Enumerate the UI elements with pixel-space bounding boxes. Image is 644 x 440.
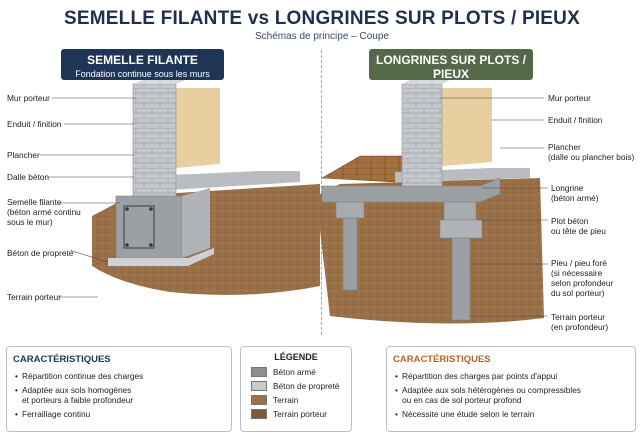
label-longrine: Longrine (béton armé) [551, 183, 599, 203]
legend-label: Terrain [273, 394, 299, 405]
label-terrain-right-line1: Terrain porteur [551, 312, 605, 322]
label-plancher-right-line2: (dalle ou plancher bois) [548, 152, 635, 162]
label-terrain-right-line2: (en profondeur) [551, 322, 609, 332]
list-item: Répartition des charges par points d'app… [395, 371, 635, 382]
legend-item: Terrain porteur [251, 408, 351, 419]
legend-swatch [251, 366, 267, 377]
label-pieu: Pieu / pieu foré (si nécessaire selon pr… [551, 258, 613, 298]
label-longrine-line1: Longrine [551, 183, 584, 193]
legend-label: Béton de propreté [273, 380, 340, 391]
label-mur-porteur-right: Mur porteur [548, 93, 591, 103]
label-pieu-line4: du sol porteur) [551, 288, 605, 298]
label-beton-proprete: Béton de propreté [7, 248, 74, 258]
left-panel-title: SEMELLE FILANTE [87, 53, 198, 67]
label-enduit-right: Enduit / finition [548, 115, 603, 125]
label-terrain-porteur-right: Terrain porteur (en profondeur) [551, 312, 608, 332]
list-item: Répartition continue des charges [15, 371, 231, 382]
label-plot-line2: ou tête de pieu [551, 226, 606, 236]
left-section-drawing [40, 80, 320, 298]
label-longrine-line2: (béton armé) [551, 193, 599, 203]
legend-swatch [251, 408, 267, 419]
legend-swatch [251, 380, 267, 391]
list-item: Adaptée aux sols hétérogènes ou compress… [395, 385, 635, 406]
right-card-list: Répartition des charges par points d'app… [395, 371, 635, 419]
legend-label: Terrain porteur [273, 408, 327, 419]
right-characteristics-card: CARACTÉRISTIQUES Répartition des charges… [386, 346, 636, 432]
right-section-drawing [316, 80, 548, 324]
list-item: Ferraillage continu [15, 409, 231, 420]
label-plancher-right-line1: Plancher [548, 142, 581, 152]
label-pieu-line1: Pieu / pieu foré [551, 258, 607, 268]
legend-item: Terrain [251, 394, 351, 405]
label-semelle-filante: Semelle filante (béton armé continu sous… [7, 197, 81, 227]
panel-divider [321, 50, 322, 335]
legend-swatch [251, 394, 267, 405]
right-panel-title: LONGRINES SUR PLOTS / PIEUX [375, 53, 526, 81]
left-panel-header: SEMELLE FILANTE Fondation continue sous … [61, 49, 224, 80]
list-item: Adaptée aux sols homogènes et porteurs à… [15, 385, 231, 406]
label-plancher-left: Plancher [7, 150, 40, 160]
page-subtitle: Schémas de principe – Coupe [255, 31, 389, 42]
legend-box: LÉGENDE Béton armé Béton de propreté Ter… [240, 346, 352, 432]
label-enduit-left: Enduit / finition [7, 119, 62, 129]
label-pieu-line3: selon profondeur [551, 278, 614, 288]
page-title: SEMELLE FILANTE vs LONGRINES SUR PLOTS /… [64, 8, 580, 29]
left-card-title: CARACTÉRISTIQUES [13, 354, 111, 365]
label-plot-beton: Plot béton ou tête de pieu [551, 216, 606, 236]
section-illustration [40, 80, 548, 324]
label-terrain-porteur-left: Terrain porteur [7, 292, 61, 302]
legend-item: Béton de propreté [251, 380, 351, 391]
label-semelle-line2: (béton armé continu [7, 207, 81, 217]
list-item-line1: Adaptée aux sols hétérogènes ou compress… [402, 384, 581, 395]
list-item-line2: ou en cas de sol porteur profond [402, 395, 522, 405]
legend-title: LÉGENDE [274, 352, 318, 362]
label-dalle-beton: Dalle béton [7, 172, 49, 182]
label-semelle-line3: sous le mur) [7, 217, 53, 227]
label-plot-line1: Plot béton [551, 216, 589, 226]
right-card-title: CARACTÉRISTIQUES [393, 354, 491, 365]
left-characteristics-card: CARACTÉRISTIQUES Répartition continue de… [6, 346, 232, 432]
list-item: Nécessite une étude selon le terrain [395, 409, 635, 420]
legend-label: Béton armé [273, 366, 316, 377]
label-plancher-right: Plancher (dalle ou plancher bois) [548, 142, 634, 162]
label-mur-porteur-left: Mur porteur [7, 93, 50, 103]
label-pieu-line2: (si nécessaire [551, 268, 603, 278]
left-panel-subtitle: Fondation continue sous les murs [75, 69, 210, 79]
list-item-line2: et porteurs à faible profondeur [22, 395, 134, 405]
left-card-list: Répartition continue des charges Adaptée… [15, 371, 231, 419]
list-item-line1: Adaptée aux sols homogènes [22, 384, 132, 395]
legend-item: Béton armé [251, 366, 351, 377]
right-panel-header: LONGRINES SUR PLOTS / PIEUX Fondation di… [369, 49, 533, 93]
label-semelle-line1: Semelle filante [7, 197, 62, 207]
